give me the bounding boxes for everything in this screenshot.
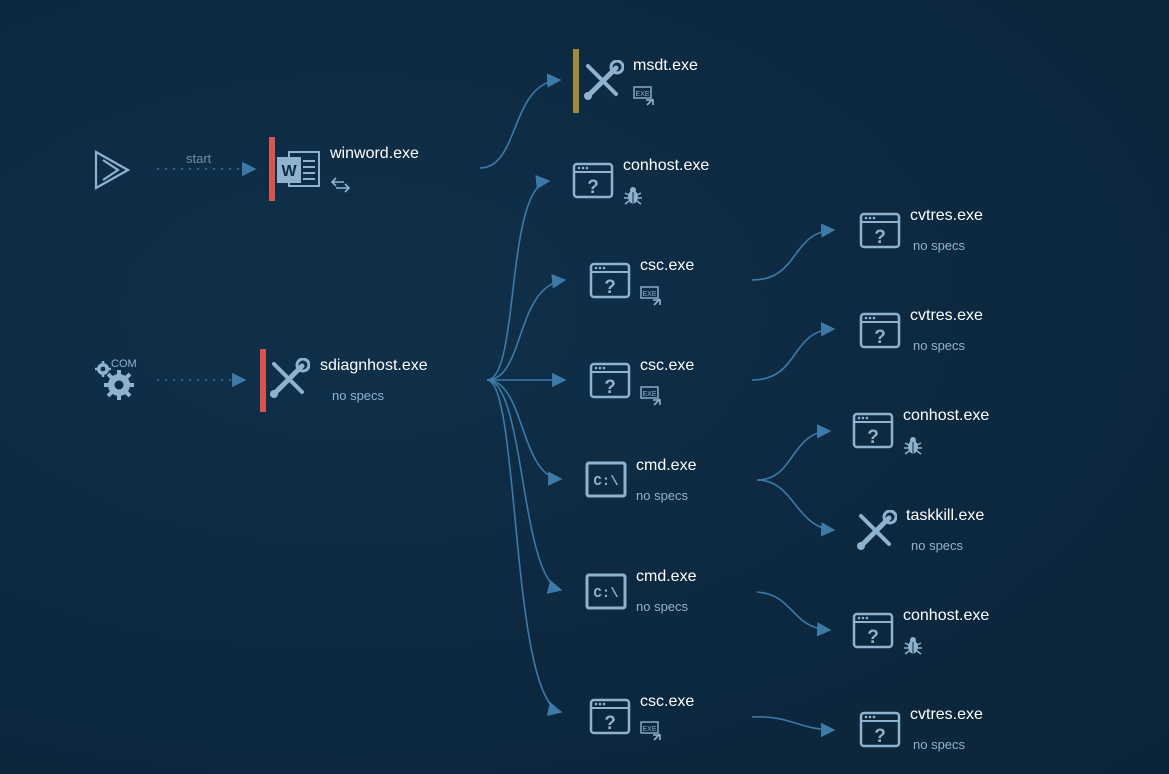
svg-text:?: ? bbox=[604, 713, 616, 734]
edge-csc2-cvtres2 bbox=[751, 322, 836, 381]
arrows-icon bbox=[330, 177, 351, 193]
process-name: csc.exe bbox=[640, 357, 695, 374]
svg-text:EXE: EXE bbox=[642, 291, 656, 298]
tools-icon bbox=[270, 358, 310, 398]
process-name: conhost.exe bbox=[623, 157, 710, 174]
process-name: cvtres.exe bbox=[910, 706, 983, 723]
process-name: msdt.exe bbox=[633, 57, 698, 74]
severity-bar bbox=[260, 349, 266, 412]
process-spec: no specs bbox=[913, 238, 966, 253]
process-spec: no specs bbox=[913, 737, 966, 752]
svg-text:?: ? bbox=[874, 327, 886, 348]
unknown-window-icon: ? bbox=[589, 262, 631, 299]
edge-cmd2-conhost3 bbox=[756, 591, 832, 637]
svg-text:EXE: EXE bbox=[635, 91, 649, 98]
severity-bar bbox=[573, 49, 579, 113]
edge-sdiag-conhost1 bbox=[486, 175, 551, 381]
edge-csc1-cvtres1 bbox=[751, 223, 836, 281]
svg-text:?: ? bbox=[604, 377, 616, 398]
bug-icon bbox=[624, 187, 642, 205]
svg-text:?: ? bbox=[874, 726, 886, 747]
exe-icon: EXE bbox=[633, 86, 654, 106]
unknown-window-icon: ? bbox=[859, 212, 901, 249]
process-spec: no specs bbox=[636, 488, 689, 503]
unknown-window-icon: ? bbox=[589, 362, 631, 399]
process-spec: no specs bbox=[636, 599, 689, 614]
svg-text:W: W bbox=[281, 163, 297, 180]
edge-cmd1-taskkill bbox=[756, 479, 836, 537]
svg-text:C:\: C:\ bbox=[593, 586, 618, 602]
process-name: conhost.exe bbox=[903, 607, 990, 624]
svg-text:?: ? bbox=[587, 177, 599, 198]
process-name: csc.exe bbox=[640, 693, 695, 710]
cmd-icon: C:\ bbox=[585, 573, 627, 610]
unknown-window-icon: ? bbox=[589, 698, 631, 735]
gears-icon bbox=[95, 361, 134, 400]
process-name: cvtres.exe bbox=[910, 307, 983, 324]
process-name: sdiagnhost.exe bbox=[320, 357, 428, 374]
exe-icon: EXE bbox=[640, 286, 661, 306]
unknown-window-icon: ? bbox=[852, 412, 894, 449]
bug-icon bbox=[904, 437, 922, 455]
process-name: cmd.exe bbox=[636, 568, 697, 585]
svg-text:?: ? bbox=[867, 627, 879, 648]
severity-bar bbox=[269, 137, 275, 201]
edge-cmd1-conhost2 bbox=[756, 424, 832, 481]
com-label: COM bbox=[111, 358, 137, 370]
process-spec: no specs bbox=[332, 388, 385, 403]
bug-icon bbox=[904, 637, 922, 655]
word-icon: W bbox=[277, 151, 320, 187]
edge-sdiag-csc3 bbox=[486, 379, 563, 716]
svg-text:?: ? bbox=[604, 277, 616, 298]
edge-sdiag-cmd1 bbox=[486, 379, 563, 486]
svg-text:EXE: EXE bbox=[642, 391, 656, 398]
svg-text:C:\: C:\ bbox=[593, 474, 618, 490]
edge-winword-msdt bbox=[479, 73, 562, 169]
unknown-window-icon: ? bbox=[572, 162, 614, 199]
svg-text:?: ? bbox=[867, 427, 879, 448]
process-name: cmd.exe bbox=[636, 457, 697, 474]
start-label: start bbox=[186, 151, 212, 166]
cmd-icon: C:\ bbox=[585, 461, 627, 498]
unknown-window-icon: ? bbox=[859, 711, 901, 748]
svg-text:EXE: EXE bbox=[642, 726, 656, 733]
edge-sdiag-cmd2 bbox=[486, 379, 563, 594]
tools-icon bbox=[857, 510, 897, 550]
unknown-window-icon: ? bbox=[852, 612, 894, 649]
process-spec: no specs bbox=[911, 538, 964, 553]
tools-icon bbox=[584, 60, 624, 100]
process-name: cvtres.exe bbox=[910, 207, 983, 224]
process-name: csc.exe bbox=[640, 257, 695, 274]
process-name: taskkill.exe bbox=[906, 507, 985, 524]
edge-sdiag-csc1 bbox=[486, 274, 567, 381]
edge-csc3-cvtres3 bbox=[751, 716, 836, 738]
exe-icon: EXE bbox=[640, 386, 661, 406]
process-spec: no specs bbox=[913, 338, 966, 353]
unknown-window-icon: ? bbox=[859, 312, 901, 349]
play-icon bbox=[94, 150, 131, 190]
svg-text:?: ? bbox=[874, 227, 886, 248]
exe-icon: EXE bbox=[640, 721, 661, 741]
process-name: conhost.exe bbox=[903, 407, 990, 424]
process-name: winword.exe bbox=[330, 145, 419, 162]
